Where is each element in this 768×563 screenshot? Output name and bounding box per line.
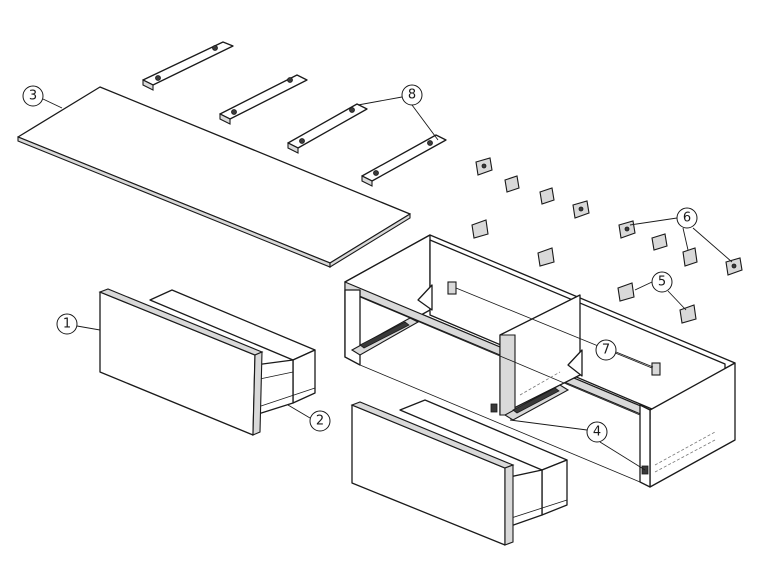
callout-1: 1 [56,313,78,335]
callout-7: 7 [595,339,617,361]
hanging-bracket [617,282,635,302]
callout-2: 2 [309,410,331,432]
drawer-runner [503,384,570,421]
leader-lines [42,96,733,471]
slat [219,74,308,125]
svg-text:4: 4 [593,425,601,440]
mounting-slats [142,41,447,187]
hanging-bracket [537,247,555,267]
hanging-bracket [471,219,489,239]
callout-8: 8 [401,84,423,106]
connector-fitting [572,200,590,219]
callout-3: 3 [22,85,44,107]
connector-fitting [618,220,636,239]
svg-text:1: 1 [63,317,71,332]
slat [142,41,234,91]
drawer-front [99,291,256,436]
cabinet [344,234,736,488]
slat [287,103,368,154]
hanging-bracket [679,304,697,324]
slat [361,134,447,187]
svg-text:3: 3 [29,89,37,104]
top-panel [17,86,411,268]
callout-4: 4 [586,421,608,443]
callout-6: 6 [676,207,698,229]
drawer-runner [350,317,420,356]
svg-text:7: 7 [602,343,610,358]
connector-fitting [682,247,698,267]
svg-text:6: 6 [683,211,691,226]
fittings [471,157,743,324]
drawer-left [98,288,316,436]
svg-text:5: 5 [658,275,666,290]
svg-text:8: 8 [408,88,416,103]
divider-bracket [651,362,661,376]
connector-fitting [475,157,493,176]
svg-text:2: 2 [316,414,324,429]
drawer-right [350,399,568,546]
connector-fitting [725,257,743,276]
connector-fitting [539,187,555,205]
callout-5: 5 [651,271,673,293]
connector-fitting [504,175,520,193]
connector-fitting [651,233,668,251]
